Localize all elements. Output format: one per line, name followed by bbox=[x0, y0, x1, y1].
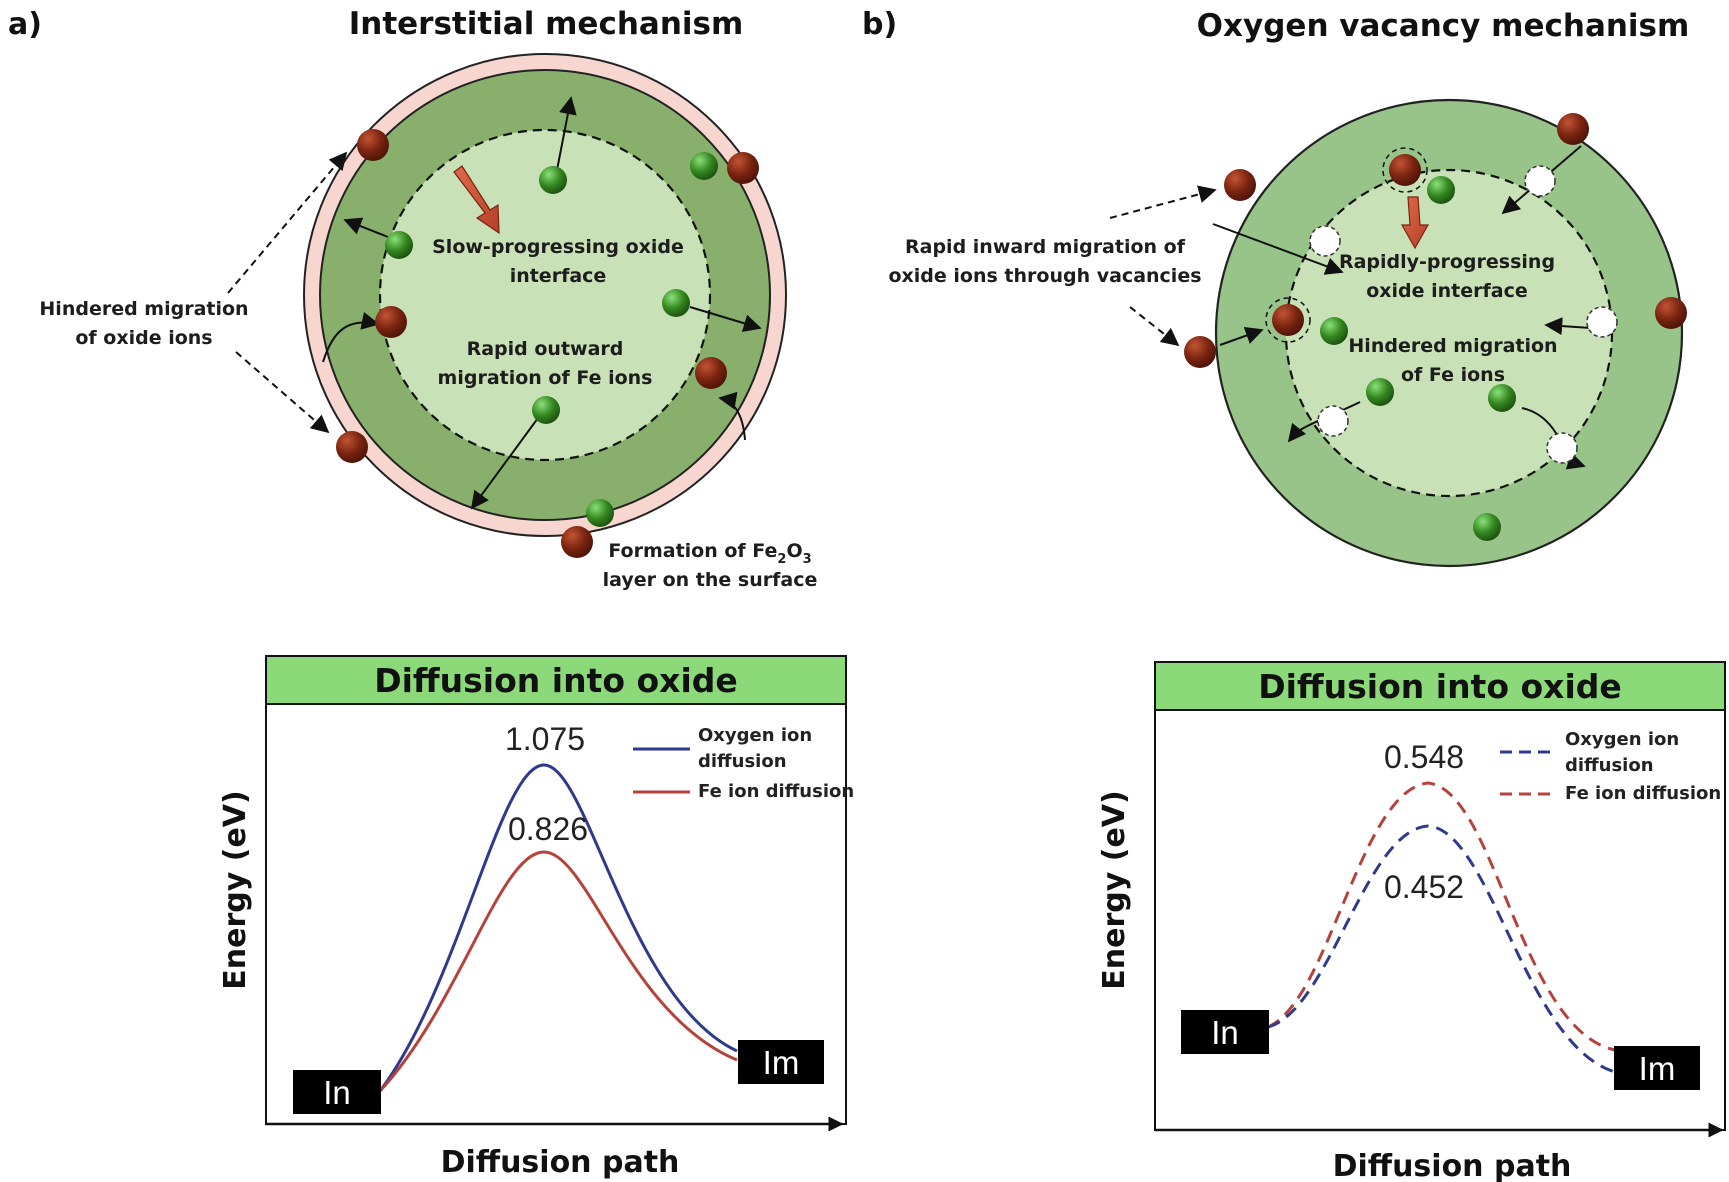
hindered-fe-label: Hindered migration bbox=[1348, 335, 1557, 357]
vacancy-particle-diagram: Rapidly-progressing oxide interface Hind… bbox=[1184, 98, 1687, 568]
fe-ion-icon bbox=[1655, 297, 1687, 329]
hindered-fe-label: of Fe ions bbox=[1401, 364, 1505, 386]
rapid-inward-label: oxide ions through vacancies bbox=[888, 265, 1201, 287]
y-axis-label: Energy (eV) bbox=[218, 790, 253, 989]
fe-ion-icon bbox=[1272, 304, 1304, 336]
formation-label: Formation of Fe2O3 bbox=[608, 540, 811, 567]
rapid-outward-label: migration of Fe ions bbox=[438, 367, 653, 389]
end-state-box bbox=[738, 1040, 824, 1084]
legend-label-fe: Fe ion diffusion bbox=[698, 781, 854, 802]
vacancy-icon bbox=[1317, 405, 1349, 437]
peak-value-fe: 0.826 bbox=[508, 811, 588, 847]
panel-b-title: Oxygen vacancy mechanism bbox=[1197, 8, 1690, 44]
formation-label: layer on the surface bbox=[603, 569, 818, 591]
fe-ion-icon bbox=[357, 129, 389, 161]
fe-ion-icon bbox=[336, 431, 368, 463]
oxide-ion-icon bbox=[1488, 384, 1516, 412]
vacancy-icon bbox=[1265, 297, 1311, 343]
y-axis-label: Energy (eV) bbox=[1097, 790, 1132, 989]
oxide-ion-icon bbox=[532, 396, 560, 424]
oxygen-ion-curve bbox=[378, 763, 738, 1092]
outward-arrow bbox=[470, 417, 539, 510]
fe-ion-icon bbox=[561, 526, 593, 558]
panel-a-title: Interstitial mechanism bbox=[349, 6, 744, 42]
oxide-interface-boundary bbox=[378, 128, 712, 462]
energy-profile-chart-b: Diffusion into oxide 0.548 0.452 Oxygen … bbox=[1097, 661, 1726, 1182]
fe-ion-icon bbox=[727, 152, 759, 184]
pointer-arrow bbox=[227, 151, 348, 294]
legend-label-oxygen: diffusion bbox=[698, 751, 787, 772]
inward-arrow bbox=[1219, 326, 1264, 346]
pointer-arrow bbox=[1109, 185, 1217, 219]
rapid-interface-label: oxide interface bbox=[1366, 280, 1528, 302]
oxygen-ion-curve bbox=[1267, 824, 1616, 1074]
vacancy-icon bbox=[1524, 165, 1556, 197]
oxide-ion-icon bbox=[1427, 176, 1455, 204]
peak-value-fe: 0.548 bbox=[1384, 739, 1464, 775]
interface-progress-arrow bbox=[453, 165, 500, 235]
start-state-box bbox=[1181, 1010, 1269, 1054]
fe-ion-curve bbox=[1267, 781, 1616, 1052]
chart-header bbox=[1154, 661, 1726, 711]
fe-ion-curve bbox=[378, 850, 738, 1093]
slow-interface-label: interface bbox=[510, 265, 607, 287]
outward-arrow bbox=[689, 306, 762, 332]
fe-ion-icon bbox=[1557, 113, 1589, 145]
panel-b-letter: b) bbox=[862, 7, 897, 42]
interface-progress-arrow bbox=[1400, 196, 1430, 250]
end-state-label: Im bbox=[1639, 1050, 1676, 1087]
oxide-ion-icon bbox=[385, 231, 413, 259]
peak-value-oxygen: 1.075 bbox=[505, 721, 585, 757]
oxide-ion-icon bbox=[662, 289, 690, 317]
vacancy-icon bbox=[1382, 147, 1428, 193]
start-state-label: In bbox=[323, 1074, 351, 1111]
fe-ion-icon bbox=[695, 357, 727, 389]
legend-label-fe: Fe ion diffusion bbox=[1565, 783, 1721, 804]
x-axis-label: Diffusion path bbox=[1333, 1149, 1572, 1182]
chart-header-title: Diffusion into oxide bbox=[374, 661, 738, 700]
pointer-arrow bbox=[235, 351, 330, 434]
legend-label-oxygen: Oxygen ion bbox=[1565, 729, 1679, 750]
panel-a-letter: a) bbox=[8, 7, 42, 42]
oxide-ion-icon bbox=[1320, 317, 1348, 345]
end-state-label: Im bbox=[763, 1044, 800, 1081]
inward-arrow bbox=[1544, 317, 1592, 336]
outward-arrow bbox=[343, 217, 389, 238]
fe-ion-icon bbox=[1389, 154, 1421, 186]
vacancy-icon bbox=[1546, 432, 1578, 464]
oxide-ion-icon bbox=[586, 499, 614, 527]
oxide-ion-icon bbox=[539, 166, 567, 194]
inward-arrow bbox=[1212, 223, 1344, 275]
fe-ion-icon bbox=[375, 306, 407, 338]
curved-arrow bbox=[322, 312, 380, 363]
vacancy-icon bbox=[1309, 225, 1341, 257]
energy-profile-chart-a: Diffusion into oxide 1.075 0.826 Oxygen … bbox=[218, 655, 854, 1180]
vacancy-icon bbox=[1586, 306, 1618, 338]
chart-header bbox=[265, 655, 847, 705]
x-axis-label: Diffusion path bbox=[441, 1145, 680, 1180]
oxide-ion-icon bbox=[1366, 378, 1394, 406]
legend-label-oxygen: Oxygen ion bbox=[698, 725, 812, 746]
rapid-outward-label: Rapid outward bbox=[467, 338, 624, 360]
legend-label-oxygen: diffusion bbox=[1565, 755, 1654, 776]
oxide-ion-icon bbox=[1473, 513, 1501, 541]
hindered-oxide-label: Hindered migration bbox=[39, 298, 248, 320]
oxide-ion-icon bbox=[690, 152, 718, 180]
chart-header-title: Diffusion into oxide bbox=[1258, 667, 1622, 706]
outward-arrow bbox=[556, 96, 577, 171]
fe-ion-icon bbox=[1184, 336, 1216, 368]
peak-value-oxygen: 0.452 bbox=[1384, 869, 1464, 905]
curved-arrow bbox=[718, 391, 746, 441]
start-state-label: In bbox=[1211, 1014, 1239, 1051]
rapid-interface-label: Rapidly-progressing bbox=[1339, 251, 1555, 273]
fe-ion-icon bbox=[1224, 169, 1256, 201]
rapid-inward-label: Rapid inward migration of bbox=[905, 236, 1186, 258]
end-state-box bbox=[1614, 1046, 1700, 1090]
slow-interface-label: Slow-progressing oxide bbox=[432, 236, 684, 258]
interstitial-particle-diagram: Slow-progressing oxide interface Rapid o… bbox=[303, 53, 787, 558]
hindered-oxide-label: of oxide ions bbox=[75, 327, 212, 349]
start-state-box bbox=[293, 1070, 381, 1114]
pointer-arrow bbox=[1129, 306, 1180, 347]
